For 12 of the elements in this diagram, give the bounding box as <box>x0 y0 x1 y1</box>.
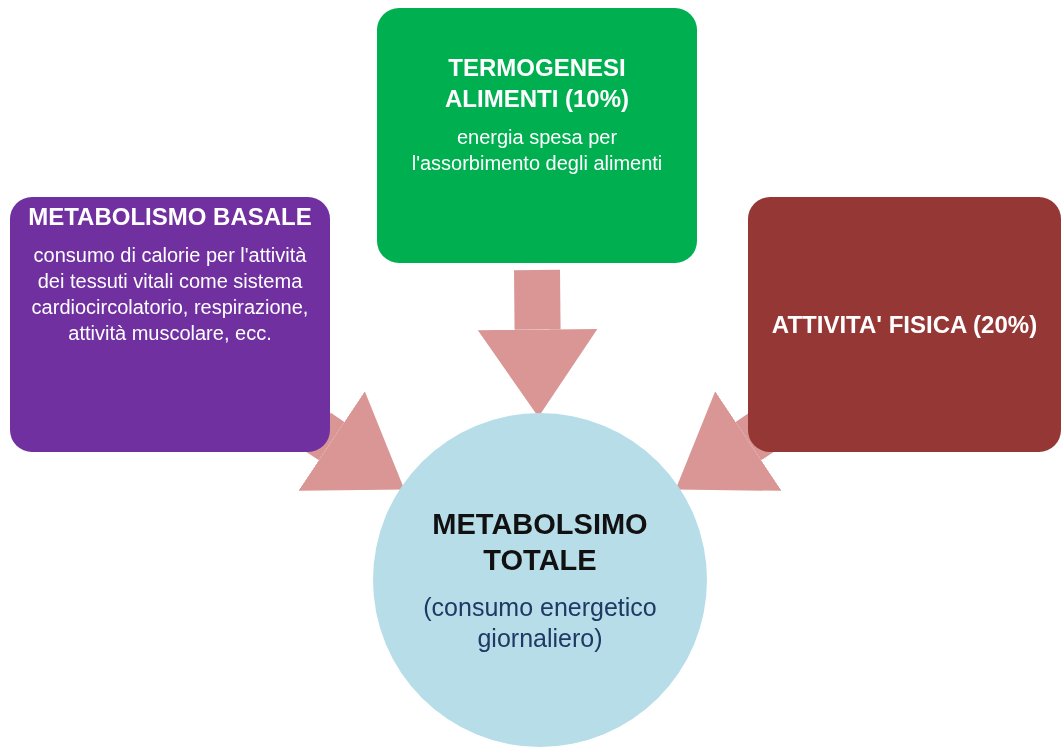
block-arrow <box>298 391 405 491</box>
node-heading: METABOLISMO BASALE <box>28 202 312 232</box>
block-arrow <box>675 391 782 491</box>
node-heading: ATTIVITA' FISICA (20%) <box>771 309 1038 340</box>
category-box <box>377 8 697 263</box>
category-box <box>10 197 330 452</box>
category-box <box>748 197 1061 452</box>
node-heading: TERMOGENESI ALIMENTI (10%) <box>444 53 630 115</box>
node-heading: METABOLSIMO TOTALE <box>431 506 649 578</box>
node-description: consumo di calorie per l'attività dei tessuti vitali come sistema cardiocircolatorio, respirazione, attività muscolare, ecc. <box>30 243 310 347</box>
node-description: energia spesa per l'assorbimento degli alimenti <box>410 125 664 177</box>
node-description: (consumo energetico giornaliero) <box>422 592 658 655</box>
